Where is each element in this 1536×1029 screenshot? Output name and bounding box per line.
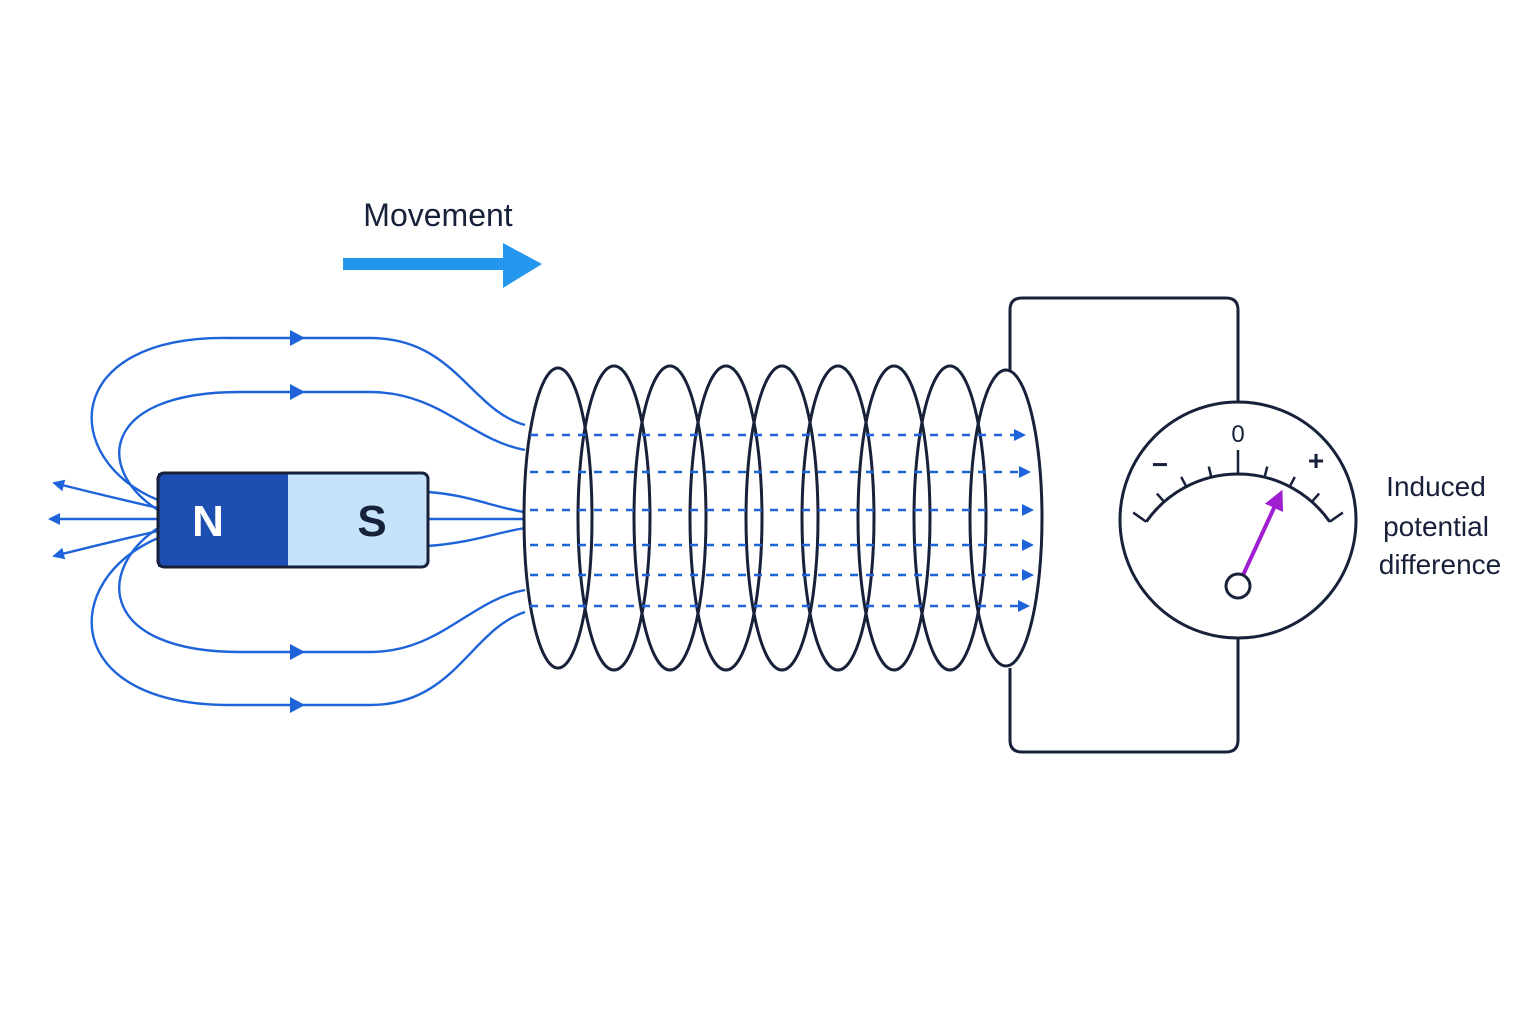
magnetic-field-lines — [48, 330, 526, 713]
meter-scale-tick — [1132, 511, 1147, 523]
meter-scale-tick — [1180, 476, 1188, 488]
induced-pd-caption: Induced potential difference — [1379, 471, 1501, 580]
meter-scale-tick — [1155, 492, 1166, 503]
meter-scale-tick — [1207, 466, 1213, 478]
meter-scale-arc — [1145, 472, 1331, 523]
meter-scale-tick — [1310, 492, 1321, 503]
movement-label: Movement — [363, 197, 513, 233]
caption-line-1: Induced — [1386, 471, 1486, 502]
south-pole-label: S — [357, 497, 386, 546]
magnet-south-pole — [288, 473, 428, 567]
needle-pivot — [1224, 572, 1252, 600]
meter-scale — [1132, 450, 1344, 523]
circuit-wire — [1008, 296, 1240, 754]
caption-line-3: difference — [1379, 549, 1501, 580]
meter-scale-tick — [1263, 466, 1269, 478]
meter-scale-tick — [1329, 511, 1344, 523]
meter-scale-tick — [1288, 476, 1296, 488]
bar-magnet: N S — [156, 471, 430, 569]
coil — [522, 364, 1044, 672]
meter-minus-label: − — [1152, 449, 1168, 480]
caption-line-2: potential — [1383, 511, 1489, 542]
voltmeter: 0 − + — [1118, 400, 1358, 640]
magnet-north-pole — [158, 473, 288, 567]
coil-field-lines — [530, 429, 1034, 612]
meter-needle — [1236, 489, 1284, 587]
north-pole-label: N — [192, 497, 224, 546]
meter-plus-label: + — [1308, 445, 1324, 476]
movement-arrow — [343, 243, 542, 288]
meter-zero-label: 0 — [1231, 421, 1244, 448]
